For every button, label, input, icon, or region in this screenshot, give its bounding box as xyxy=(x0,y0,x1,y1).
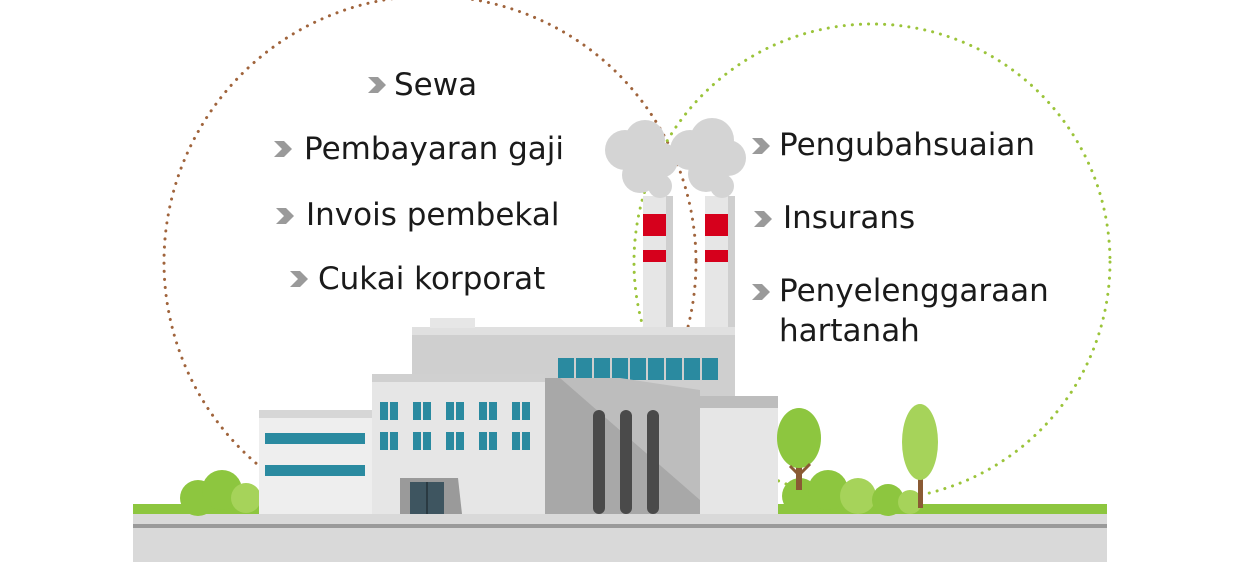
chevron-right-icon xyxy=(276,208,294,224)
chevron-right-icon xyxy=(290,271,308,287)
right-item-insurans: Insurans xyxy=(783,200,916,236)
window-strip xyxy=(558,358,718,380)
factory-door xyxy=(400,478,462,514)
bush-right xyxy=(782,470,922,516)
chevron-right-icon xyxy=(752,284,770,300)
left-item-invois-pembekal: Invois pembekal xyxy=(306,197,560,233)
left-item-cukai-korporat: Cukai korporat xyxy=(318,261,546,297)
building-wing xyxy=(259,410,372,514)
pipes xyxy=(593,410,659,514)
road xyxy=(133,514,1107,562)
chevron-right-icon xyxy=(368,77,386,93)
office-windows xyxy=(380,402,530,450)
road-line xyxy=(133,524,1107,528)
right-item-penyelenggaraan: Penyelenggaraan xyxy=(779,273,1049,309)
chevron-right-icon xyxy=(752,138,770,154)
smoke-left xyxy=(605,120,678,198)
right-item-pengubahsuaian: Pengubahsuaian xyxy=(779,127,1036,163)
left-item-sewa: Sewa xyxy=(394,67,478,103)
smoke-right xyxy=(670,118,746,198)
bush-left xyxy=(180,470,261,516)
wing-window-bottom xyxy=(265,465,365,476)
right-item-hartanah: hartanah xyxy=(779,313,920,349)
tree-tall xyxy=(902,404,938,508)
left-item-pembayaran-gaji: Pembayaran gaji xyxy=(304,131,565,167)
chimney-right xyxy=(705,196,735,328)
tree-round xyxy=(777,408,821,490)
wing-window-top xyxy=(265,433,365,444)
chevron-right-icon xyxy=(274,141,292,157)
left-circle xyxy=(162,0,698,530)
chevron-right-icon xyxy=(754,211,772,227)
chimney-left xyxy=(643,196,673,328)
building-annex xyxy=(700,396,778,514)
